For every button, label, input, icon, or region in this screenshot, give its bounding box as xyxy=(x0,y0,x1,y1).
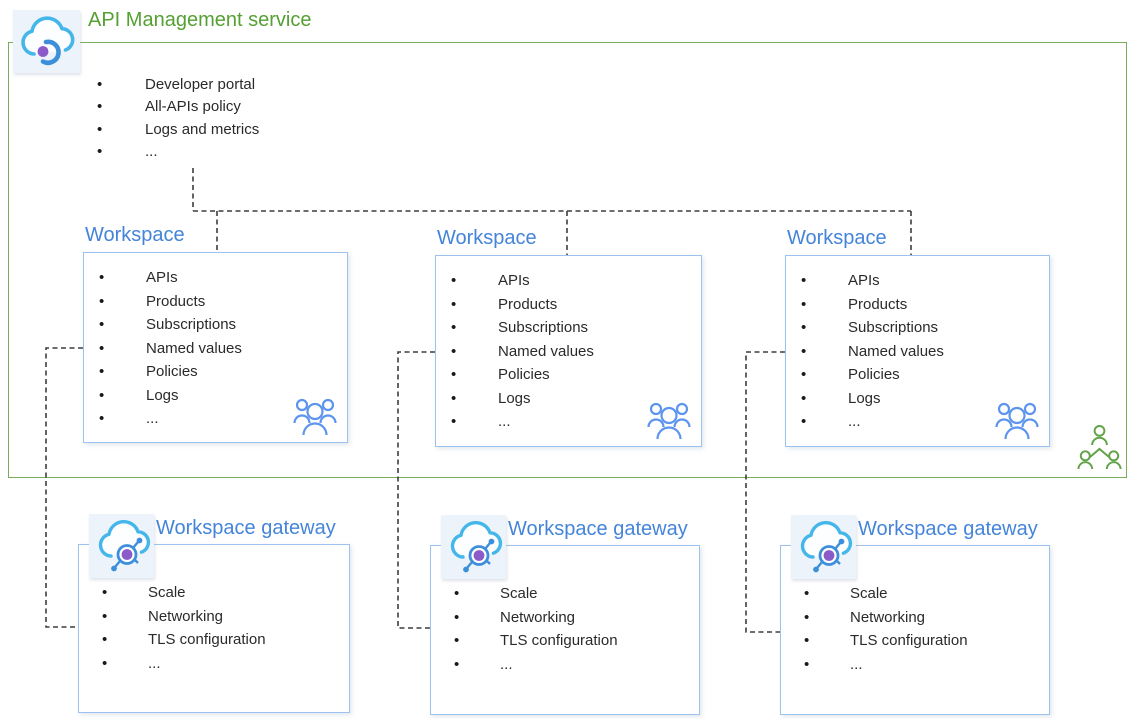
workspace-feature-item: ... xyxy=(451,410,594,434)
workspace-gateway-box-1: Workspace gateway Scale Networking TLS c… xyxy=(78,514,350,713)
service-feature-list: Developer portal All-APIs policy Logs an… xyxy=(97,74,259,164)
gateway-feature-item: TLS configuration xyxy=(454,629,618,653)
workspace-feature-item: ... xyxy=(801,410,944,434)
gateway-cloud-glyph xyxy=(800,520,853,573)
api-management-service-box xyxy=(8,42,1127,478)
gateway-feature-item: Networking xyxy=(102,605,266,629)
workspace-feature-item: Policies xyxy=(451,363,594,387)
gateway-feature-item: ... xyxy=(454,653,618,677)
workspace-feature-item: Named values xyxy=(451,340,594,364)
workspace-gateway-box-2: Workspace gateway Scale Networking TLS c… xyxy=(430,515,700,715)
gateway-feature-item: Scale xyxy=(454,582,618,606)
gateway-feature-item: Scale xyxy=(804,582,968,606)
gateway-feature-item: TLS configuration xyxy=(804,629,968,653)
api-management-cloud-glyph xyxy=(21,16,75,66)
api-management-cloud-icon xyxy=(13,10,80,73)
gateway-feature-item: ... xyxy=(102,652,266,676)
workspace-box-3: Workspace APIs Products Subscriptions Na… xyxy=(785,227,1050,447)
workspace-gateway-cloud-icon xyxy=(441,515,506,579)
workspace-feature-item: Named values xyxy=(801,340,944,364)
service-title: API Management service xyxy=(88,9,312,31)
workspace-title: Workspace xyxy=(437,227,537,249)
workspace-box-1: Workspace APIs Products Subscriptions Na… xyxy=(83,224,348,443)
gateway-feature-list: Scale Networking TLS configuration ... xyxy=(102,581,266,675)
workspace-feature-item: Policies xyxy=(99,360,242,384)
workspace-feature-item: Logs xyxy=(99,384,242,408)
workspace-feature-list: APIs Products Subscriptions Named values… xyxy=(451,269,594,434)
gateway-feature-item: ... xyxy=(804,653,968,677)
gateway-feature-list: Scale Networking TLS configuration ... xyxy=(804,582,968,676)
workspace-feature-list: APIs Products Subscriptions Named values… xyxy=(99,266,242,431)
connector-workspace3-gateway3 xyxy=(745,351,785,633)
connector-workspace2-gateway2 xyxy=(397,351,435,629)
workspace-feature-item: APIs xyxy=(801,269,944,293)
workspace-gateway-cloud-icon xyxy=(89,514,154,578)
workspace-feature-list: APIs Products Subscriptions Named values… xyxy=(801,269,944,434)
gateway-cloud-glyph xyxy=(450,520,503,573)
workspace-feature-item: Logs xyxy=(451,387,594,411)
workspace-feature-item: Products xyxy=(99,290,242,314)
org-people-icon xyxy=(1077,424,1122,470)
workspace-feature-item: Subscriptions xyxy=(801,316,944,340)
gateway-cloud-glyph xyxy=(98,519,151,572)
workspace-feature-item: ... xyxy=(99,407,242,431)
workspace-feature-item: Products xyxy=(801,293,944,317)
workspace-box-2: Workspace APIs Products Subscriptions Na… xyxy=(435,227,702,447)
service-feature-item: Developer portal xyxy=(97,74,259,97)
gateway-feature-item: Networking xyxy=(804,606,968,630)
workspace-feature-item: Named values xyxy=(99,337,242,361)
workspace-gateway-cloud-icon xyxy=(791,515,856,579)
people-group-icon xyxy=(293,398,337,436)
gateway-feature-item: Networking xyxy=(454,606,618,630)
workspace-feature-item: Subscriptions xyxy=(451,316,594,340)
workspace-feature-item: Products xyxy=(451,293,594,317)
service-feature-item: Logs and metrics xyxy=(97,119,259,142)
workspace-title: Workspace xyxy=(85,224,185,246)
people-group-icon xyxy=(647,402,691,440)
service-feature-item: All-APIs policy xyxy=(97,96,259,119)
service-feature-item: ... xyxy=(97,141,259,164)
workspace-feature-item: Subscriptions xyxy=(99,313,242,337)
workspace-feature-item: APIs xyxy=(99,266,242,290)
gateway-title: Workspace gateway xyxy=(156,517,336,539)
gateway-feature-list: Scale Networking TLS configuration ... xyxy=(454,582,618,676)
workspace-title: Workspace xyxy=(787,227,887,249)
gateway-feature-item: Scale xyxy=(102,581,266,605)
gateway-feature-item: TLS configuration xyxy=(102,628,266,652)
workspace-feature-item: APIs xyxy=(451,269,594,293)
workspace-feature-item: Policies xyxy=(801,363,944,387)
workspace-gateway-box-3: Workspace gateway Scale Networking TLS c… xyxy=(780,515,1050,715)
connector-workspace1-gateway1 xyxy=(45,347,83,628)
gateway-title: Workspace gateway xyxy=(858,518,1038,540)
people-group-icon xyxy=(995,402,1039,440)
workspace-feature-item: Logs xyxy=(801,387,944,411)
gateway-title: Workspace gateway xyxy=(508,518,688,540)
